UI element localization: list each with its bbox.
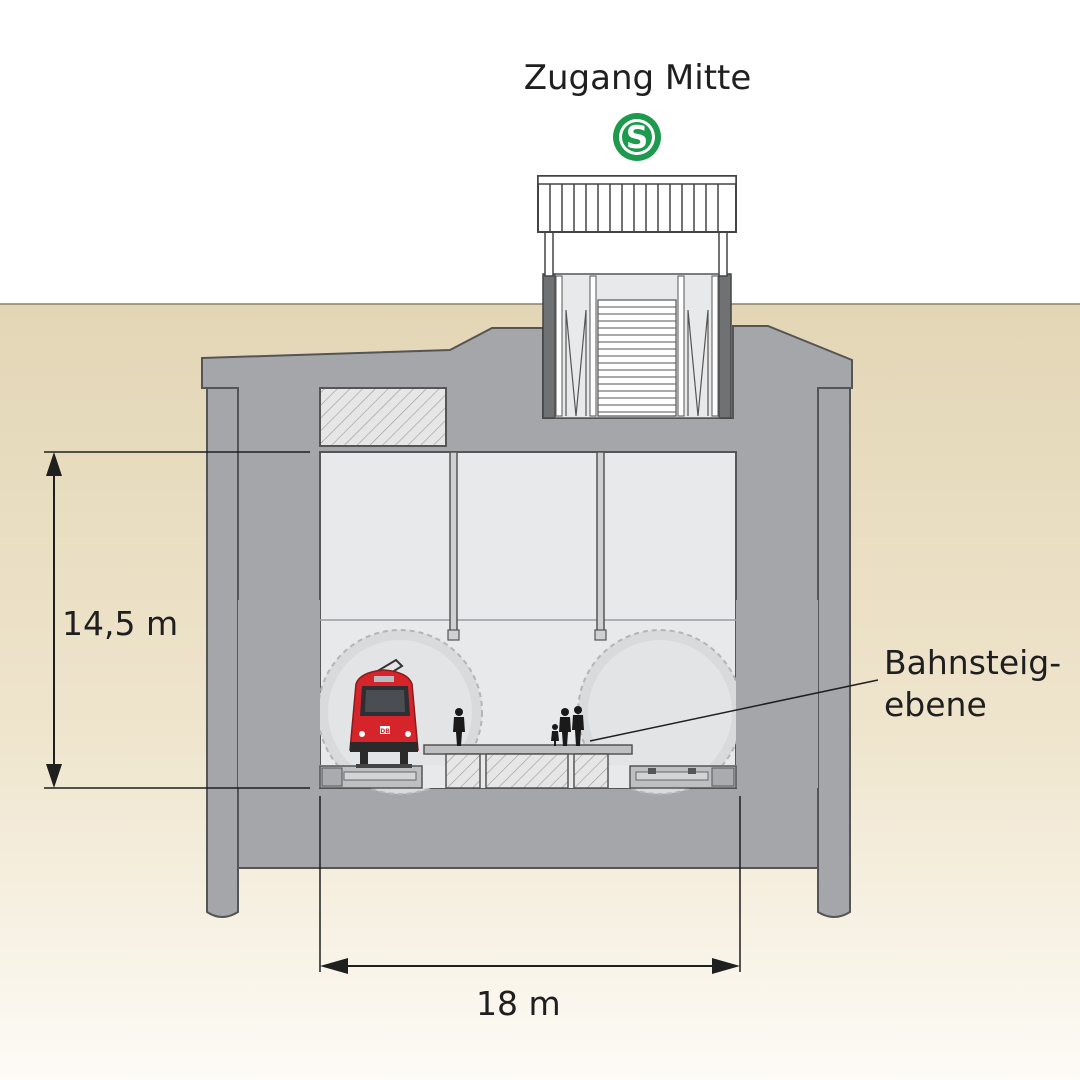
- support-column-left: [449, 451, 458, 639]
- height-dimension: [44, 451, 310, 789]
- width-dimension-label: 18 m: [476, 984, 561, 1023]
- entrance-title: Zugang Mitte: [523, 58, 752, 98]
- platform-label-line-1: Bahnsteig-: [884, 643, 1062, 682]
- svg-text:S: S: [626, 120, 648, 156]
- entrance-canopy: [537, 175, 737, 277]
- sky: [0, 0, 1080, 304]
- s-bahn-logo-icon: S: [613, 113, 661, 161]
- height-dimension-label: 14,5 m: [62, 604, 179, 643]
- passengers: [453, 706, 584, 746]
- platform: [423, 744, 633, 789]
- platform-level-label: Bahnsteig- ebene: [884, 642, 1061, 726]
- train-front: DB: [349, 658, 419, 768]
- width-dimension: [319, 796, 741, 974]
- support-column-right: [596, 451, 605, 639]
- svg-text:DB: DB: [380, 728, 390, 735]
- platform-callout-line: [589, 679, 879, 742]
- hatched-technical-room: [319, 387, 447, 447]
- platform-label-line-2: ebene: [884, 685, 987, 724]
- right-diaphragm-wall: [817, 387, 851, 918]
- left-diaphragm-wall: [206, 387, 239, 918]
- entrance-shaft: [542, 273, 732, 419]
